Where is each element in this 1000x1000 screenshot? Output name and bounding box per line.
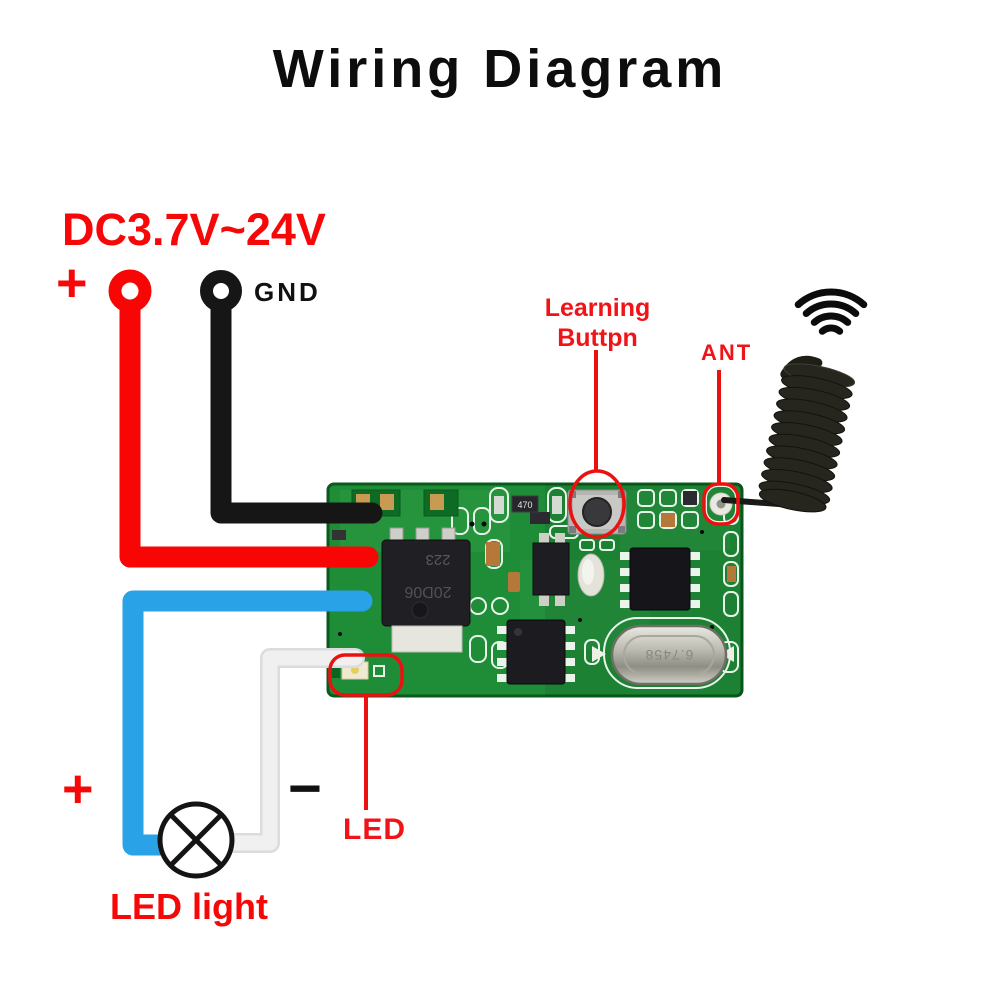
transistor-dimple xyxy=(411,601,429,619)
learning-button[interactable] xyxy=(567,489,627,535)
white-capacitor xyxy=(577,553,605,597)
black-ground-wire xyxy=(210,294,383,524)
transistor-marking-1: 223 xyxy=(425,551,450,568)
learning-button-marker xyxy=(568,469,626,539)
power-transistor: 223 20D06 xyxy=(381,527,471,653)
white-output-negative-wire xyxy=(226,650,363,851)
pcb-module: 470 223 20D06 xyxy=(326,482,744,698)
voltage-range-label: DC3.7V~24V xyxy=(62,204,326,255)
learning-button-label-line1: Learning xyxy=(544,294,651,322)
page-title: Wiring Diagram xyxy=(272,39,728,99)
ring-terminals xyxy=(108,269,242,313)
antenna-pad-marker xyxy=(702,482,740,526)
power-positive-symbol: + xyxy=(56,253,88,313)
receiver-ic xyxy=(620,547,700,611)
output-negative-symbol: − xyxy=(288,756,322,821)
blue-output-positive-wire xyxy=(122,590,373,856)
spring-coil-antenna-icon xyxy=(721,355,856,513)
wires xyxy=(119,294,383,856)
smd-resistor-marking: 470 xyxy=(517,500,532,510)
crystal-oscillator: 6.7458 xyxy=(610,624,728,686)
ground-ring-terminal xyxy=(200,270,242,312)
positive-ring-terminal xyxy=(108,269,152,313)
learning-button-label-line2: Buttpn xyxy=(557,323,638,352)
decoder-ic xyxy=(497,619,575,685)
antenna-label: ANT xyxy=(701,340,753,365)
red-positive-wire xyxy=(119,294,379,568)
transistor-marking-2: 20D06 xyxy=(404,583,451,600)
crystal-marking: 6.7458 xyxy=(645,647,694,663)
lamp-circle-cross-icon xyxy=(157,801,235,879)
smd-resistor-470: 470 xyxy=(511,495,539,513)
regulator-ic xyxy=(532,533,570,606)
ground-label: GND xyxy=(254,277,321,307)
wifi-signal-icon xyxy=(794,288,868,335)
led-light-label: LED light xyxy=(110,886,268,927)
annotations xyxy=(328,350,740,810)
output-positive-symbol: + xyxy=(62,759,94,819)
learning-button-label: Learning Buttpn xyxy=(505,294,690,353)
led-label: LED xyxy=(343,813,406,846)
